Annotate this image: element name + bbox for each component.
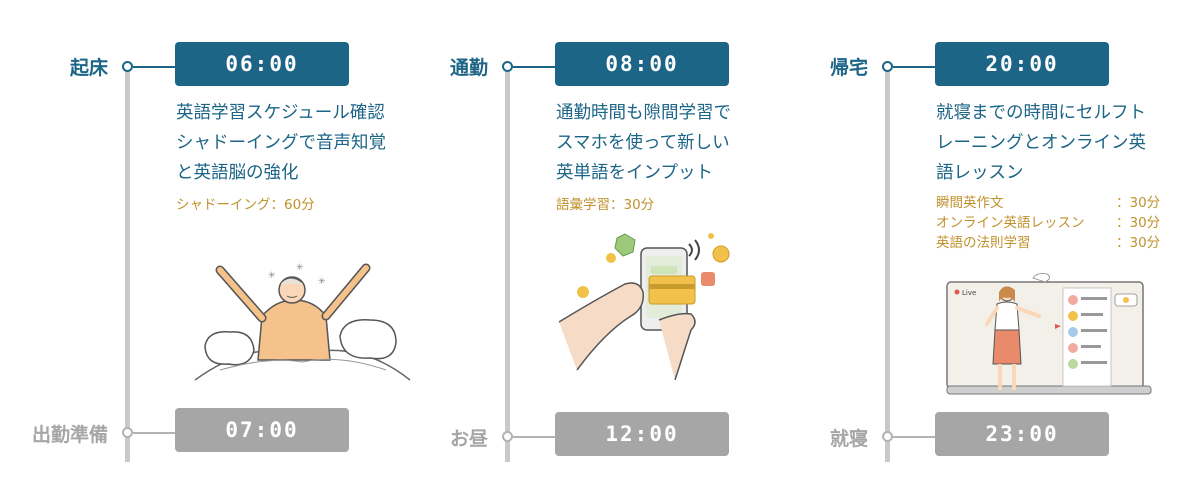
end-time-badge: 23:00 <box>935 412 1109 456</box>
study-duration-list: 瞬間英作文：30分 オンライン英語レッスン：30分 英語の法則学習：30分 <box>936 193 1160 253</box>
end-dot <box>882 431 893 442</box>
end-label: 就寝 <box>829 428 868 450</box>
start-connector <box>893 66 936 68</box>
start-time-badge: 20:00 <box>935 42 1109 86</box>
timeline-vertical-line <box>125 70 130 462</box>
end-label: 出勤準備 <box>31 424 108 446</box>
waking-up-illustration: ✳ ✳ ✳ <box>194 263 411 381</box>
start-dot <box>882 61 893 72</box>
activity-description: 英語学習スケジュール確認 シャドーイングで音声知覚 と英語脳の強化 <box>176 103 386 183</box>
svg-text:✳: ✳ <box>296 263 304 273</box>
end-time-badge: 12:00 <box>555 412 729 456</box>
end-label: お昼 <box>449 428 488 450</box>
live-label: Live <box>962 289 976 297</box>
start-label: 帰宅 <box>829 57 868 79</box>
end-dot <box>502 431 513 442</box>
study-row: オンライン英語レッスン：30分 <box>936 215 1161 231</box>
start-time-badge: 08:00 <box>555 42 729 86</box>
start-time-badge: 06:00 <box>175 42 349 86</box>
start-connector <box>513 66 556 68</box>
svg-text:✳: ✳ <box>268 271 276 281</box>
activity-description: 通勤時間も隙間学習で スマホを使って新しい 英単語をインプット <box>556 103 731 183</box>
study-duration-note: シャドーイング：60分 <box>176 197 315 213</box>
start-dot <box>122 61 133 72</box>
study-row: 瞬間英作文：30分 <box>936 195 1161 211</box>
smartphone-study-illustration <box>558 233 730 380</box>
online-lesson-illustration: Live <box>946 273 1152 395</box>
end-time-badge: 07:00 <box>175 408 349 452</box>
start-label: 通勤 <box>449 57 488 79</box>
start-dot <box>502 61 513 72</box>
svg-text:✳: ✳ <box>318 277 326 287</box>
end-connector <box>133 432 176 434</box>
timeline-column-1: 起床 06:00 英語学習スケジュール確認 シャドーイングで音声知覚 と英語脳の… <box>0 0 411 480</box>
study-row: 英語の法則学習：30分 <box>936 235 1161 251</box>
start-connector <box>133 66 176 68</box>
start-label: 起床 <box>69 57 108 79</box>
timeline-vertical-line <box>885 70 890 462</box>
end-connector <box>513 436 556 438</box>
activity-description: 就寝までの時間にセルフト レーニングとオンライン英 語レッスン <box>936 103 1146 183</box>
timeline-column-3: 帰宅 20:00 就寝までの時間にセルフト レーニングとオンライン英 語レッスン… <box>760 0 1160 480</box>
end-connector <box>893 436 936 438</box>
timeline-vertical-line <box>505 70 510 462</box>
study-duration-note: 語彙学習：30分 <box>556 197 655 213</box>
timeline-column-2: 通勤 08:00 通勤時間も隙間学習で スマホを使って新しい 英単語をインプット… <box>380 0 760 480</box>
end-dot <box>122 427 133 438</box>
